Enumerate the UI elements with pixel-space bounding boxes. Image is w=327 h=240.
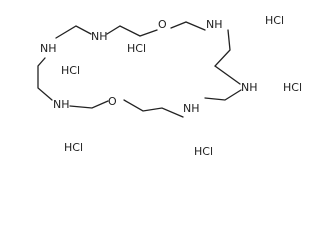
bond-path-bottom bbox=[69, 99, 184, 118]
hcl-label: HCl bbox=[127, 42, 146, 55]
atom-nh-top-middle: NH bbox=[91, 30, 108, 43]
atom-nh-top-left: NH bbox=[40, 42, 57, 55]
atom-nh-bottom-right: NH bbox=[183, 102, 200, 115]
atom-nh-top-right: NH bbox=[206, 18, 223, 31]
hcl-label: HCl bbox=[61, 64, 80, 77]
bond-path-left bbox=[37, 57, 53, 101]
atom-o-bottom: O bbox=[108, 95, 117, 108]
atom-labels: NH NH O NH NH NH O NH bbox=[40, 18, 258, 115]
chemical-structure: NH NH O NH NH NH O NH HCl HCl HCl HCl HC… bbox=[37, 14, 302, 158]
hcl-label: HCl bbox=[194, 145, 213, 158]
bond-path-top bbox=[55, 21, 206, 39]
salt-labels: HCl HCl HCl HCl HCl HCl bbox=[61, 14, 302, 158]
hcl-label: HCl bbox=[283, 81, 302, 94]
ring-bonds bbox=[37, 21, 242, 118]
hcl-label: HCl bbox=[64, 141, 83, 154]
hcl-label: HCl bbox=[265, 14, 284, 27]
atom-nh-right: NH bbox=[241, 81, 258, 94]
bond-path-right bbox=[214, 29, 241, 85]
bond-path-bottom-right bbox=[204, 89, 242, 101]
atom-nh-bottom-left: NH bbox=[53, 98, 70, 111]
atom-o-top: O bbox=[158, 18, 167, 31]
